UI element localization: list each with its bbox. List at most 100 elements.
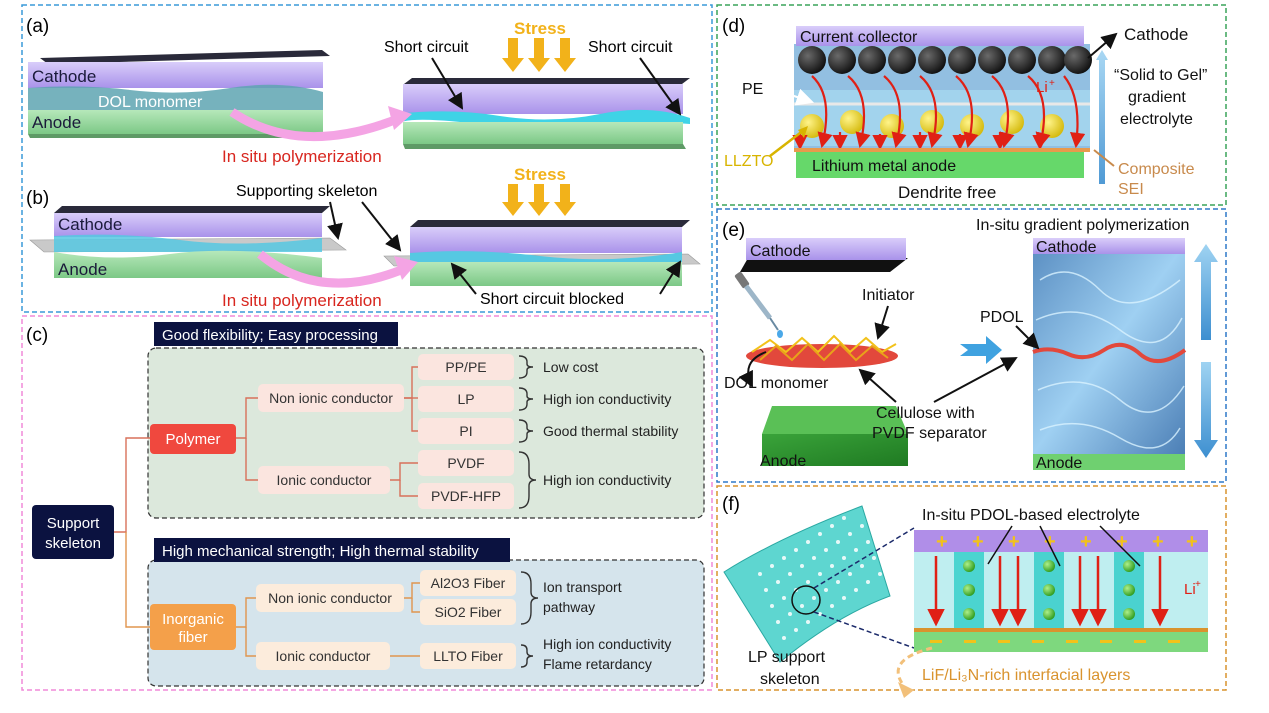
c-non-ionic-2: Non ionic conductor [268,590,392,606]
e-dropper [734,271,783,338]
f-anode-layer [914,632,1208,652]
panel-f-letter: (f) [722,494,740,515]
f-positive-charges: ++++ ++++ [936,531,1198,553]
panel-e-letter: (e) [722,220,745,241]
panel-a-letter: (a) [26,16,49,37]
cell-b-right [383,220,701,286]
d-current-collector [796,26,1084,46]
a-stress-label: Stress [514,19,566,38]
c-leaf-pvdf: PVDF [447,455,484,471]
f-interfacial-layer [914,628,1208,632]
c-leaf-sio2-box [420,599,516,625]
d-lithium-anode [796,152,1084,178]
c-leaf-llto-box [420,643,516,669]
e-left-cathode-label: Cathode [750,243,811,260]
f-lp-skeleton [723,505,891,663]
svg-text:+: + [1008,531,1020,553]
f-lp-line-1: LP support [748,649,826,666]
b-stress-label: Stress [514,165,566,184]
a-polymerization-arrowhead [388,106,412,130]
e-gradient-arrow [1194,244,1218,458]
e-right-cell-waves [1035,271,1185,449]
svg-text:+: + [936,531,948,553]
cell-b-left [29,206,347,278]
b-polymerization-arrow [257,250,408,288]
d-gradient-line-3: electrolyte [1120,111,1193,128]
panel-c-letter: (c) [26,325,48,346]
d-current-collector-label: Current collector [800,29,918,46]
e-initiator-pointer [874,305,890,340]
svg-text:+: + [1044,531,1056,553]
e-left-cathode-shadow [740,258,908,272]
f-green-particles [963,560,1135,620]
panel-d-frame [716,4,1227,206]
e-initiator-label: Initiator [862,287,915,304]
c-prop-flame: Flame retardancy [543,656,652,672]
svg-text:+: + [972,531,984,553]
e-separator-mesh [746,334,898,368]
e-right-cathode [1033,238,1185,254]
c-header-1: Good flexibility; Easy processing [162,327,378,344]
stress-arrows-b [502,184,576,216]
c-prop-ion-transport-2: pathway [543,599,595,615]
c-leaf-pppe: PP/PE [445,359,486,375]
svg-text:+: + [1152,531,1164,553]
c-prop-high-ion-1: High ion conductivity [543,391,671,407]
c-prop-high-ion-2: High ion conductivity [543,472,671,488]
a-pointer-2 [639,57,682,116]
d-gradient-line-2: gradient [1128,89,1186,106]
panel-ab-frame [21,4,713,313]
a-short-circuit-1: Short circuit [384,39,469,56]
c-non-ionic-1: Non ionic conductor [269,390,393,406]
c-leaf-llto: LLTO Fiber [433,648,503,664]
d-gradient-line-1: “Solid to Gel” [1114,67,1207,84]
a-short-circuit-2: Short circuit [588,39,673,56]
f-title-pointer-3 [1099,525,1141,567]
c-ionic-1: Ionic conductor [277,472,372,488]
c-header-2: High mechanical strength; High thermal s… [162,543,479,560]
c-inorganic-line-2: fiber [178,629,207,646]
e-left-cathode [746,238,906,260]
c-connectors [114,366,420,657]
f-zoom-line-1 [813,527,915,589]
c-leaf-pvdf-hfp: PVDF-HFP [431,488,501,504]
c-ionic-2-node [256,642,390,670]
d-gradient-arrow [1096,50,1108,184]
b-pointer-skeleton-right [361,201,402,252]
c-prop-low-cost: Low cost [543,359,598,375]
b-left-anode: Anode [58,260,107,279]
panel-d-letter: (d) [722,16,745,37]
c-leaf-lp-box [418,386,514,412]
panel-c-frame [21,315,713,691]
a-left-cathode: Cathode [32,67,96,86]
c-ionic-2: Ionic conductor [276,648,371,664]
e-pdol-label: PDOL [980,309,1024,326]
c-header-1-box [154,322,398,346]
c-leaf-lp: LP [457,391,474,407]
c-leaf-al2o3-box [420,570,516,596]
e-monomer-arrow [738,351,767,388]
b-polymerization-arrowhead [394,256,418,280]
f-interfacial-arrow [896,646,933,687]
b-supporting-skeleton: Supporting skeleton [236,183,377,200]
c-root-line-1: Support [47,515,100,532]
f-cathode-layer [914,530,1208,552]
e-cellulose-line-2: PVDF separator [872,425,987,442]
d-llzto-pointer [769,129,805,157]
c-leaf-pvdf-box [418,450,514,476]
d-li-sup: + [1049,78,1055,89]
d-cathode-label: Cathode [1124,25,1188,44]
e-left-anode [762,434,908,466]
f-interfacial-arrowhead [898,682,914,698]
d-llzto-pointer-head [798,126,808,138]
e-title: In-situ gradient polymerization [976,217,1189,234]
f-lp-line-2: skeleton [760,671,820,688]
e-cellulose-line-1: Cellulose with [876,405,975,422]
d-llzto-label: LLZTO [724,153,774,170]
c-leaf-sio2: SiO2 Fiber [435,604,502,620]
b-in-situ-polymerization: In situ polymerization [222,291,382,310]
stress-arrows-a [502,38,576,72]
e-cellulose-pointer-1 [858,368,897,403]
b-pointer-blocked-1 [450,262,477,295]
